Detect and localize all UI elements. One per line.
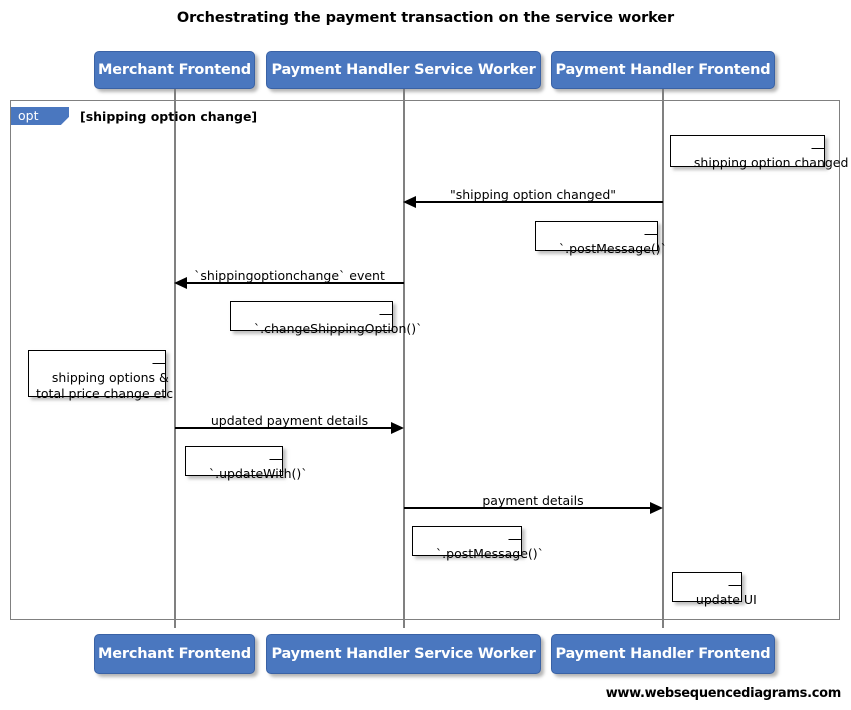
- note-updatewith: `.updateWith()`: [185, 446, 308, 481]
- actor-top-payment-handler-frontend[interactable]: Payment Handler Frontend: [551, 51, 775, 89]
- note-text: `.postMessage()`: [558, 241, 667, 256]
- message-arrowhead-payment-details: [650, 502, 663, 514]
- note-text: `.updateWith()`: [208, 466, 308, 481]
- message-label-payment-details: payment details: [482, 493, 584, 508]
- note-fold-icon: [811, 135, 825, 149]
- message-line-shippingoptionchange-event: [187, 282, 404, 284]
- note-text: `.postMessage()`: [435, 546, 544, 561]
- note-text: update UI: [695, 592, 757, 607]
- message-arrowhead-shippingoptionchange-event: [174, 277, 187, 289]
- note-text: `.changeShippingOption()`: [253, 321, 423, 336]
- note-shipping-option-changed: shipping option changed: [670, 135, 848, 170]
- message-line-updated-payment-details: [175, 427, 391, 429]
- actor-top-payment-handler-service-worker[interactable]: Payment Handler Service Worker: [266, 51, 541, 89]
- message-label-shipping-option-changed: "shipping option changed": [449, 187, 616, 202]
- fragment-opt-condition: [shipping option change]: [80, 109, 258, 124]
- actor-bottom-payment-handler-service-worker[interactable]: Payment Handler Service Worker: [266, 634, 541, 674]
- note-fold-icon: [644, 221, 658, 235]
- note-fold-icon: [508, 526, 522, 540]
- fragment-opt-tab: opt: [11, 107, 69, 125]
- note-update-ui: update UI: [672, 572, 757, 607]
- actor-top-merchant-frontend[interactable]: Merchant Frontend: [94, 51, 255, 89]
- message-label-shippingoptionchange-event: `shippingoptionchange` event: [194, 268, 385, 283]
- message-line-shipping-option-changed: [416, 201, 663, 203]
- page-title: Orchestrating the payment transaction on…: [176, 10, 675, 26]
- lifeline-payment-handler-service-worker: [403, 88, 405, 628]
- note-changeshippingoption: `.changeShippingOption()`: [230, 301, 422, 336]
- note-fold-icon: [269, 446, 283, 460]
- message-arrowhead-updated-payment-details: [391, 422, 404, 434]
- lifeline-merchant-frontend: [174, 88, 176, 628]
- message-label-updated-payment-details: updated payment details: [210, 413, 369, 428]
- actor-bottom-payment-handler-frontend[interactable]: Payment Handler Frontend: [551, 634, 775, 674]
- note-fold-icon: [152, 350, 166, 364]
- note-fold-icon: [728, 572, 742, 586]
- note-text: shipping options & total price change et…: [36, 370, 174, 401]
- note-text: shipping option changed: [693, 155, 849, 170]
- fragment-opt-frame: [10, 100, 840, 620]
- message-arrowhead-shipping-option-changed: [403, 196, 416, 208]
- lifeline-payment-handler-frontend: [662, 88, 664, 628]
- note-shipping-options-total-price: shipping options & total price change et…: [28, 350, 173, 401]
- note-postmessage-2: `.postMessage()`: [412, 526, 544, 561]
- note-fold-icon: [379, 301, 393, 315]
- message-line-payment-details: [404, 507, 650, 509]
- actor-bottom-merchant-frontend[interactable]: Merchant Frontend: [94, 634, 255, 674]
- footer-attribution: www.websequencediagrams.com: [605, 686, 842, 701]
- note-postmessage-1: `.postMessage()`: [535, 221, 667, 256]
